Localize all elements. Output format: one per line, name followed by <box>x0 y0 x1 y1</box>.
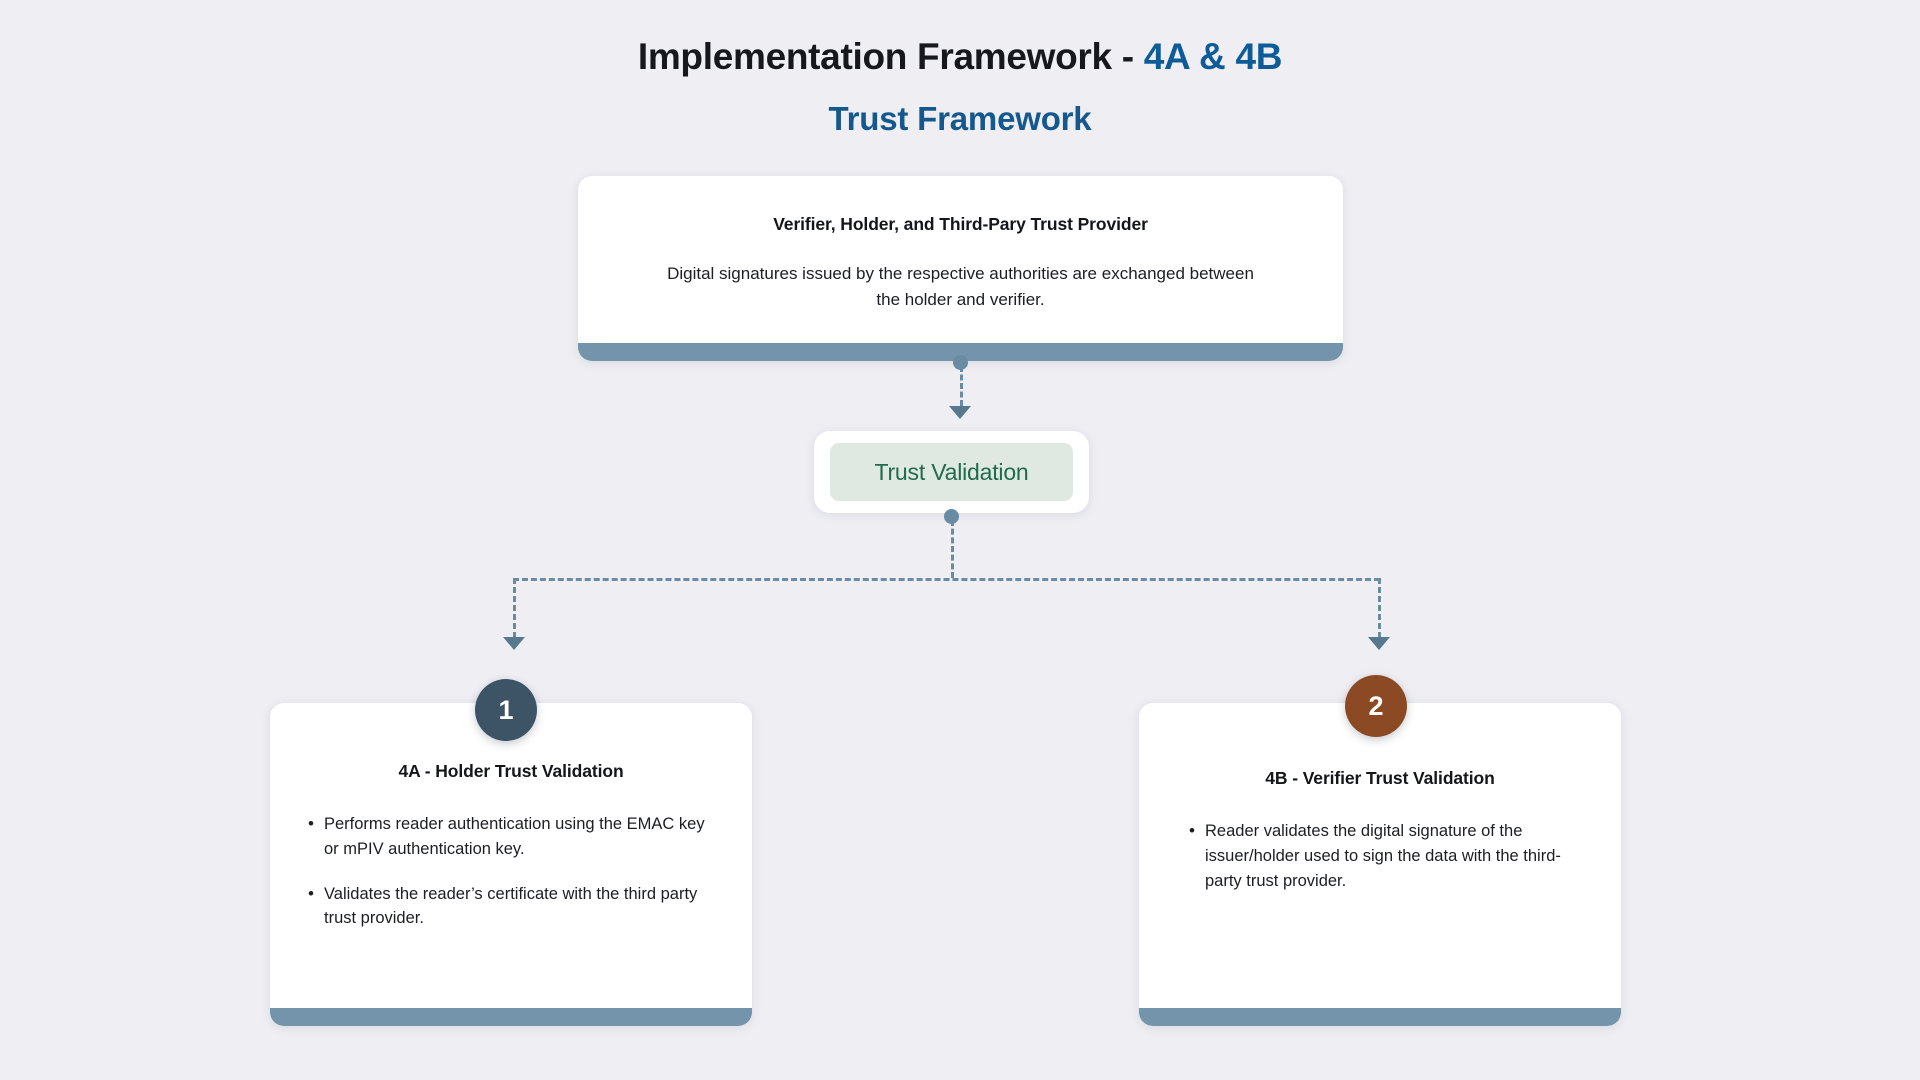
top-card-footer-bar <box>578 343 1343 361</box>
step-badge-1: 1 <box>475 679 537 741</box>
connector-line-left <box>513 578 516 638</box>
page-subtitle: Trust Framework <box>828 100 1092 138</box>
connector-dot-mid <box>944 509 959 524</box>
connector-line-horizontal <box>513 578 1380 581</box>
list-item: Performs reader authentication using the… <box>308 811 718 862</box>
card-left-heading: 4A - Holder Trust Validation <box>398 761 624 781</box>
card-left-bullets: Performs reader authentication using the… <box>270 811 752 932</box>
step-badge-2: 2 <box>1345 675 1407 737</box>
connector-arrow-top <box>949 406 971 419</box>
top-card-body: Digital signatures issued by the respect… <box>667 264 1254 309</box>
page-title: Implementation Framework - 4A & 4B <box>0 34 1920 80</box>
trust-validation-node: Trust Validation <box>814 431 1089 513</box>
connector-line-right <box>1378 578 1381 638</box>
connector-line-top <box>960 366 963 406</box>
card-holder-trust-validation: 4A - Holder Trust Validation Performs re… <box>270 703 752 1026</box>
top-card: Verifier, Holder, and Third-Pary Trust P… <box>578 176 1343 361</box>
trust-validation-label: Trust Validation <box>874 458 1029 485</box>
connector-arrow-left <box>503 637 525 650</box>
list-item: Validates the reader’s certificate with … <box>308 881 718 932</box>
card-verifier-trust-validation: 4B - Verifier Trust Validation Reader va… <box>1139 703 1621 1026</box>
page-title-accent: 4A & 4B <box>1143 36 1283 77</box>
card-right-heading: 4B - Verifier Trust Validation <box>1265 768 1495 788</box>
connector-line-mid <box>951 520 954 578</box>
card-left-footer-bar <box>270 1008 752 1026</box>
top-card-heading: Verifier, Holder, and Third-Pary Trust P… <box>773 214 1148 234</box>
card-right-bullets: Reader validates the digital signature o… <box>1139 818 1621 893</box>
connector-dot-top <box>953 355 968 370</box>
connector-arrow-right <box>1368 637 1390 650</box>
card-right-footer-bar <box>1139 1008 1621 1026</box>
title-block: Implementation Framework - 4A & 4B Trust… <box>0 34 1920 138</box>
list-item: Reader validates the digital signature o… <box>1189 818 1581 893</box>
page-title-main: Implementation Framework - <box>637 36 1144 77</box>
trust-validation-pill: Trust Validation <box>830 443 1073 501</box>
